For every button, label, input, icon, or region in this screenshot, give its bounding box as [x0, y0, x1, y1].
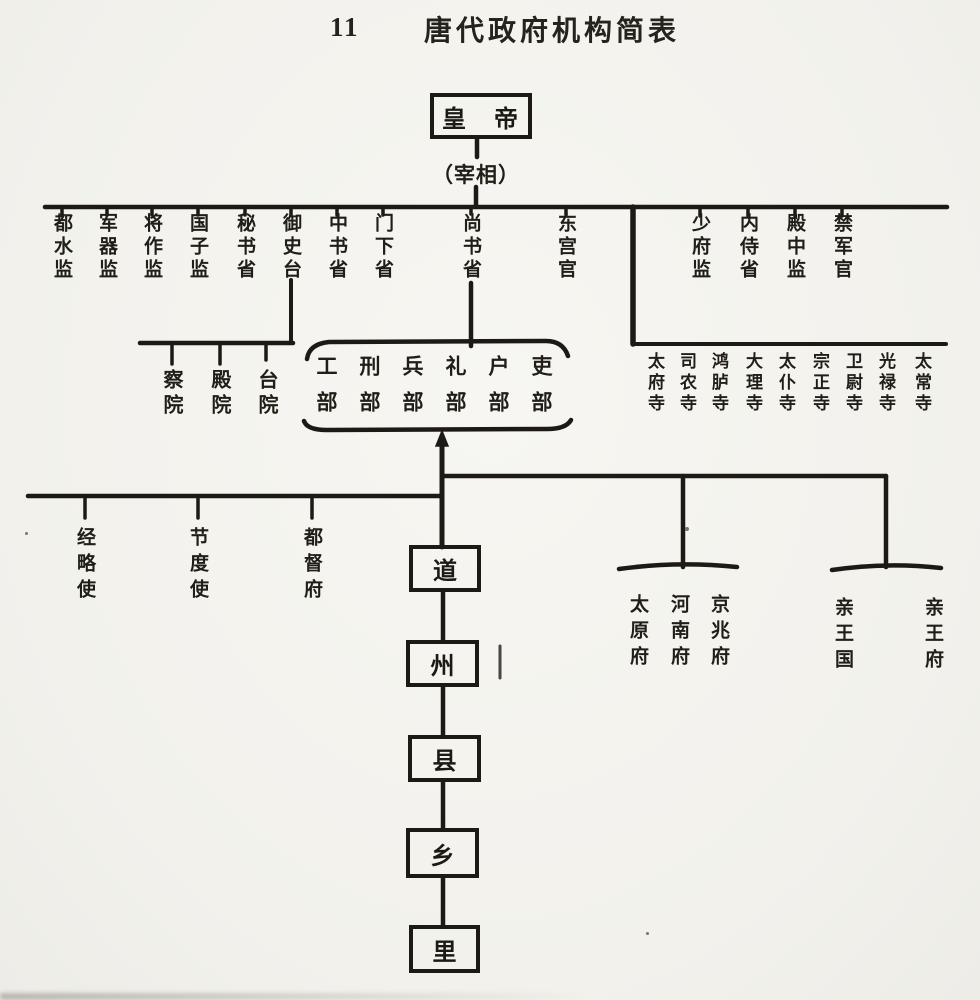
agency-label: 殿中监	[784, 213, 805, 282]
ministry-label: 户部	[486, 355, 510, 427]
agency-label: 军器监	[96, 213, 117, 282]
agency-label: 将作监	[141, 213, 162, 282]
agency-label: 秘书省	[234, 213, 255, 282]
ministry-label: 工部	[314, 355, 338, 427]
capital-prefecture-label: 太原府	[627, 594, 648, 672]
ministry-label: 兵部	[400, 355, 424, 427]
capital-prefecture-label: 河南府	[668, 594, 689, 672]
scan-speck	[685, 527, 689, 531]
capital-prefecture-label: 京兆府	[708, 594, 729, 672]
agency-label: 御史台	[280, 213, 301, 282]
scan-edge-smudge	[0, 993, 588, 1000]
princely-label: 亲王国	[832, 597, 853, 675]
chancellor-label: （宰相）	[432, 163, 520, 187]
agency-label: 内侍省	[737, 213, 758, 282]
nine-court-label: 大理寺	[743, 352, 762, 415]
nine-court-label: 太仆寺	[776, 352, 795, 415]
figure-number: 11	[330, 12, 360, 42]
princely-label: 亲王府	[922, 597, 943, 675]
nine-court-label: 太常寺	[912, 352, 931, 415]
agency-label: 尚书省	[460, 213, 481, 282]
nine-court-label: 太府寺	[645, 352, 664, 415]
agency-label: 禁军官	[831, 213, 852, 282]
censorate-court-label: 察院	[160, 369, 182, 419]
nine-court-label: 光禄寺	[876, 352, 895, 415]
nine-court-label: 司农寺	[677, 352, 696, 415]
chart-title: 唐代政府机构简表	[424, 16, 681, 47]
ministry-label: 刑部	[357, 355, 381, 427]
xiang-box: 乡	[406, 828, 479, 878]
agency-label: 中书省	[326, 213, 347, 282]
agency-label: 少府监	[689, 213, 710, 282]
agency-label: 门下省	[372, 213, 393, 282]
nine-court-label: 鸿胪寺	[709, 352, 728, 415]
dao-box: 道	[409, 545, 481, 592]
scan-speck	[25, 532, 28, 535]
commissioner-label: 都督府	[301, 527, 322, 605]
emperor-box: 皇 帝	[430, 93, 532, 139]
xian-box: 县	[408, 735, 481, 782]
nine-court-label: 宗正寺	[810, 352, 829, 415]
agency-label: 国子监	[187, 213, 208, 282]
censorate-court-label: 台院	[255, 369, 277, 419]
nine-court-label: 卫尉寺	[843, 352, 862, 415]
li-box: 里	[409, 925, 480, 973]
censorate-court-label: 殿院	[208, 369, 230, 419]
commissioner-label: 节度使	[187, 527, 208, 605]
zhou-box: 州	[406, 640, 479, 687]
agency-label: 东宫官	[555, 213, 576, 282]
ministry-label: 礼部	[443, 355, 467, 427]
agency-label: 都水监	[51, 213, 72, 282]
commissioner-label: 经略使	[74, 527, 95, 605]
ministry-label: 吏部	[529, 355, 553, 427]
scan-speck	[646, 932, 649, 935]
